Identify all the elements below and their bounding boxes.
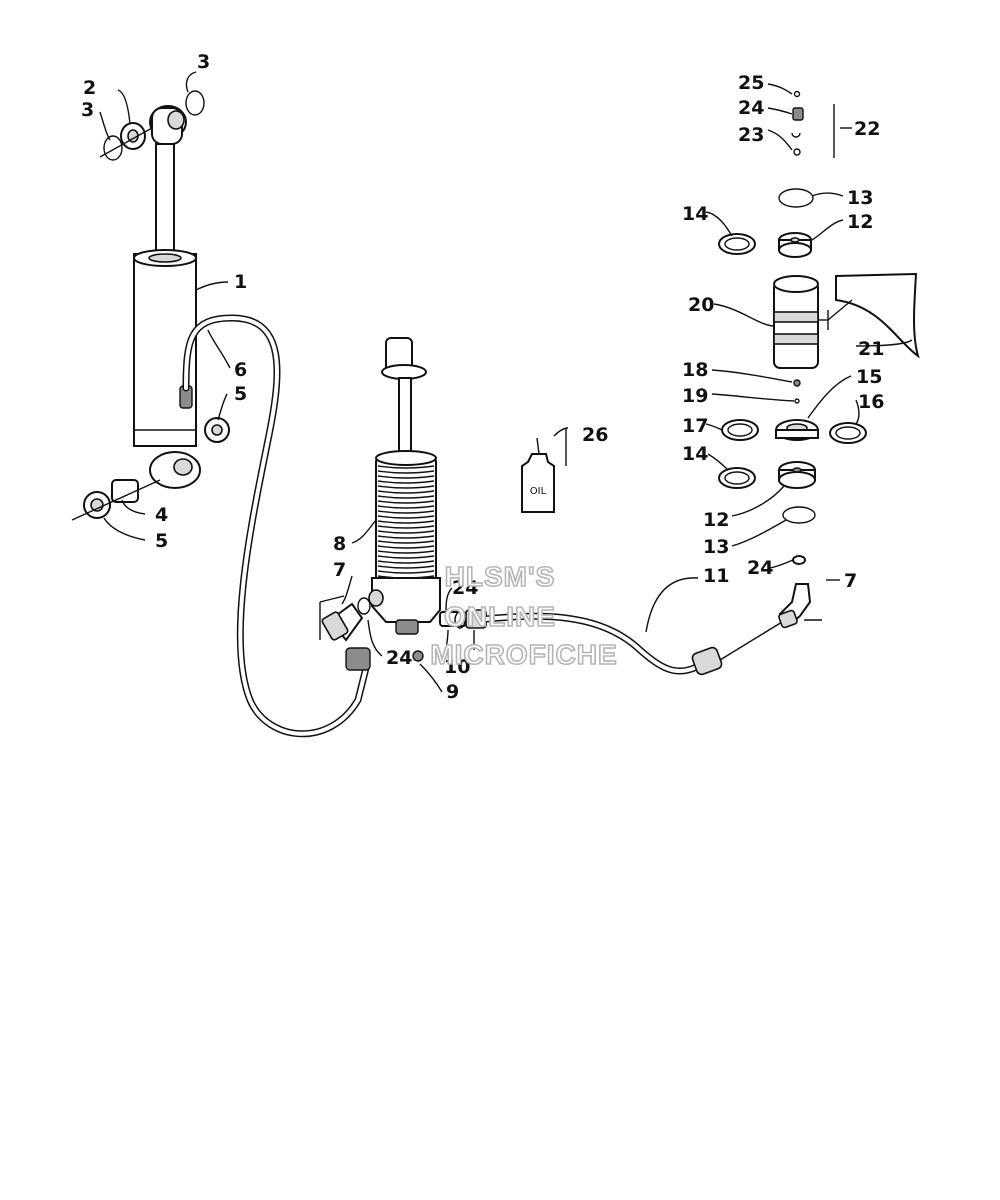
callout-11: 11 — [703, 565, 729, 587]
reservoir-spring — [321, 337, 487, 662]
callout-24-top: 24 — [738, 97, 764, 119]
callout-18: 18 — [682, 359, 708, 381]
callout-20: 20 — [688, 294, 714, 316]
callout-1: 1 — [234, 271, 247, 293]
callout-15: 15 — [856, 366, 882, 388]
spring-coil — [377, 490, 435, 494]
callout-13-lower: 13 — [703, 536, 729, 558]
spring-coil — [377, 515, 435, 519]
callout-3-top: 3 — [197, 51, 210, 73]
callout-12-top: 12 — [847, 211, 873, 233]
callout-17: 17 — [682, 415, 708, 437]
shock-absorber-body — [133, 105, 201, 489]
spring-coil — [377, 470, 435, 474]
callout-10: 10 — [444, 656, 470, 678]
spring-coil — [377, 505, 435, 509]
callout-3-left: 3 — [81, 99, 94, 121]
spring-coil — [377, 465, 435, 469]
callout-16: 16 — [858, 391, 884, 413]
spring-coil — [377, 500, 435, 504]
spring-coil — [377, 540, 435, 544]
callout-6: 6 — [234, 359, 247, 381]
spring-coil — [377, 530, 435, 534]
spring-coil — [377, 495, 435, 499]
watermark: HLSM'S ONLINE MICROFICHE — [430, 560, 618, 671]
spring-coil — [377, 545, 435, 549]
callout-7-right: 7 — [844, 570, 857, 592]
callout-2: 2 — [83, 77, 96, 99]
watermark-line-3: MICROFICHE — [430, 639, 617, 670]
bottle-label: OIL — [530, 486, 547, 497]
callout-26: 26 — [582, 424, 608, 446]
callout-12-lower: 12 — [703, 509, 729, 531]
hose-right — [482, 612, 783, 676]
spring-coil — [377, 485, 435, 489]
bearing-and-clips — [99, 90, 205, 161]
spring-coil — [377, 570, 435, 574]
callout-5-lower: 5 — [155, 530, 168, 552]
callout-21: 21 — [858, 338, 884, 360]
callout-25: 25 — [738, 72, 764, 94]
spring-coil — [377, 510, 435, 514]
spring-coil — [377, 535, 435, 539]
callout-19: 19 — [682, 385, 708, 407]
callout-23: 23 — [738, 124, 764, 146]
callout-14-lower: 14 — [682, 443, 708, 465]
callout-22: 22 — [854, 118, 880, 140]
callout-7-left: 7 — [333, 559, 346, 581]
spring-coil — [377, 565, 435, 569]
callout-24-fitting: 24 — [452, 577, 478, 599]
callout-9: 9 — [446, 681, 459, 703]
watermark-line-2: ONLINE — [444, 601, 556, 632]
spring-coil — [377, 555, 435, 559]
callout-5-upper: 5 — [234, 383, 247, 405]
watermark-line-1: HLSM'S — [445, 561, 556, 592]
leader-lines — [99, 71, 913, 693]
spring-coil — [377, 520, 435, 524]
callout-14-top: 14 — [682, 203, 708, 225]
spring-coil — [377, 480, 435, 484]
oil-bottle: OIL — [521, 437, 555, 513]
bushing-spacer — [71, 417, 230, 521]
callout-24-elbow: 24 — [386, 647, 412, 669]
callout-4: 4 — [155, 504, 168, 526]
callout-8: 8 — [333, 533, 346, 555]
spring-coil — [377, 550, 435, 554]
spring-coil — [377, 525, 435, 529]
callout-labels: 1 2 3 3 4 5 5 6 7 7 8 9 10 11 12 12 13 1… — [81, 51, 884, 703]
piston-parts — [718, 90, 920, 629]
spring-coil — [377, 475, 435, 479]
callout-13-top: 13 — [847, 187, 873, 209]
spring-coil — [377, 560, 435, 564]
hose-left — [182, 314, 371, 738]
callout-24-right: 24 — [747, 557, 773, 579]
